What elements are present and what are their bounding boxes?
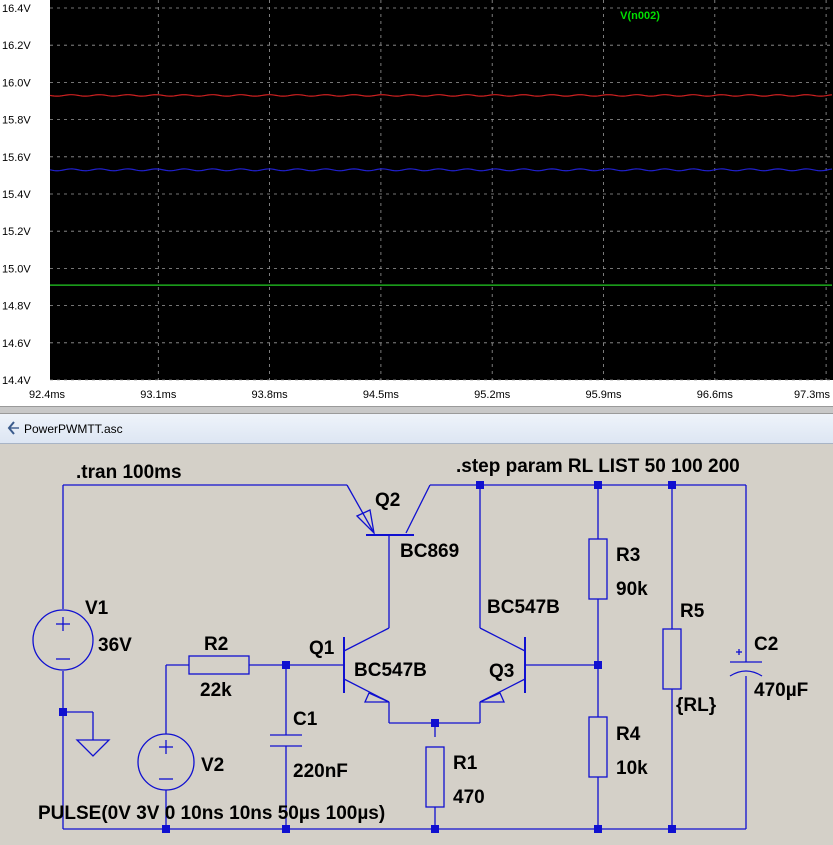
y-tick-label: 15.0V [2, 263, 31, 275]
schematic-canvas[interactable]: .tran 100ms .step param RL LIST 50 100 2… [0, 444, 833, 845]
r1-value: 470 [453, 787, 485, 808]
r5-label: R5 [680, 601, 705, 622]
x-tick-label: 93.8ms [252, 389, 289, 401]
junction-dots [59, 481, 676, 833]
r3-resistor[interactable] [588, 538, 608, 600]
r5-value: {RL} [676, 695, 717, 716]
plot-area[interactable] [50, 0, 833, 380]
x-tick-label: 94.5ms [363, 389, 400, 401]
v1-label: V1 [85, 598, 109, 619]
schematic-icon [6, 421, 20, 440]
q3-label: Q3 [489, 661, 514, 682]
q3-transistor[interactable] [479, 617, 526, 705]
c2-capacitor[interactable] [729, 639, 763, 677]
c1-capacitor[interactable] [270, 734, 302, 747]
ground-symbol [75, 739, 111, 757]
r4-value: 10k [616, 758, 648, 779]
trace-series-2[interactable] [49, 168, 833, 172]
schematic-title: PowerPWMTT.asc [24, 422, 123, 436]
x-tick-label: 95.2ms [474, 389, 511, 401]
c1-label: C1 [293, 709, 318, 730]
trace-lines [49, 94, 833, 286]
y-axis-labels: 16.4V 16.2V 16.0V 15.8V 15.6V 15.4V 15.2V 15.0V… [2, 3, 31, 387]
r2-label: R2 [204, 634, 228, 655]
wires [62, 484, 747, 830]
v1-value: 36V [98, 635, 132, 656]
c2-value: 470µF [754, 680, 808, 701]
r2-value: 22k [200, 680, 232, 701]
x-tick-label: 96.6ms [697, 389, 734, 401]
trace-series-1[interactable] [49, 94, 833, 97]
y-tick-label: 15.4V [2, 189, 31, 201]
x-tick-label: 93.1ms [140, 389, 177, 401]
v2-value: PULSE(0V 3V 0 10ns 10ns 50µs 100µs) [38, 803, 385, 824]
x-tick-label: 95.9ms [585, 389, 622, 401]
r1-label: R1 [453, 753, 478, 774]
c2-label: C2 [754, 634, 778, 655]
pane-splitter[interactable] [0, 406, 833, 414]
r3-label: R3 [616, 545, 640, 566]
x-tick-label: 97.3ms [794, 389, 831, 401]
q3-model: BC547B [487, 597, 560, 618]
y-tick-label: 16.0V [2, 77, 31, 89]
q1-label: Q1 [309, 638, 335, 659]
q1-model: BC547B [354, 660, 427, 681]
tran-directive[interactable]: .tran 100ms [76, 462, 182, 483]
v1-source[interactable] [32, 609, 94, 671]
x-axis-labels: 92.4ms 93.1ms 93.8ms 94.5ms 95.2ms 95.9ms 96.6… [29, 389, 831, 401]
q2-transistor[interactable] [346, 484, 431, 536]
y-tick-label: 16.4V [2, 3, 31, 15]
r3-value: 90k [616, 579, 648, 600]
y-tick-label: 16.2V [2, 40, 31, 52]
c1-value: 220nF [293, 761, 348, 782]
r5-resistor[interactable] [662, 628, 682, 690]
r1-resistor[interactable] [425, 746, 445, 808]
plot-grid [50, 0, 833, 381]
x-tick-label: 92.4ms [29, 389, 66, 401]
r2-resistor[interactable] [188, 655, 250, 675]
y-tick-label: 14.6V [2, 338, 31, 350]
schematic-title-bar[interactable]: PowerPWMTT.asc [0, 414, 833, 444]
waveform-pane[interactable]: 16.4V 16.2V 16.0V 15.8V 15.6V 15.4V 15.2V 15.0V… [0, 0, 833, 406]
y-tick-label: 14.4V [2, 375, 31, 387]
q1-transistor[interactable] [343, 617, 390, 705]
step-directive[interactable]: .step param RL LIST 50 100 200 [456, 456, 740, 477]
r4-label: R4 [616, 724, 641, 745]
v2-source[interactable] [137, 733, 195, 791]
r4-resistor[interactable] [588, 716, 608, 778]
y-tick-label: 14.8V [2, 301, 31, 313]
q2-model: BC869 [400, 541, 459, 562]
q2-label: Q2 [375, 490, 400, 511]
y-tick-label: 15.8V [2, 115, 31, 127]
v2-label: V2 [201, 755, 224, 776]
y-tick-label: 15.6V [2, 152, 31, 164]
y-tick-label: 15.2V [2, 226, 31, 238]
trace-label[interactable]: V(n002) [620, 10, 660, 22]
